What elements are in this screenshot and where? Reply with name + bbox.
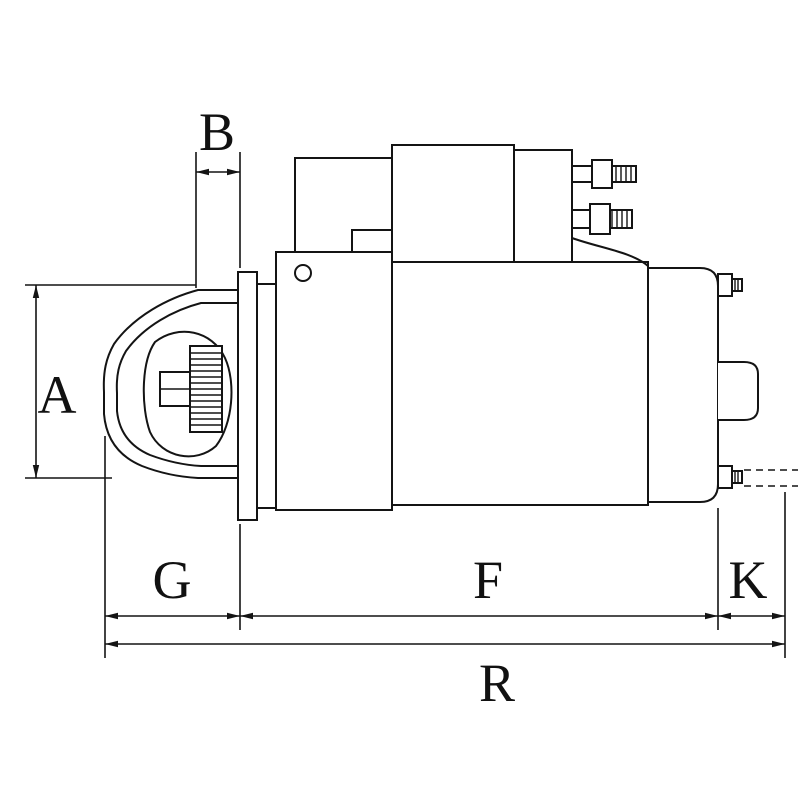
dimension-b (195, 152, 241, 288)
terminal-stud-lower (571, 203, 633, 235)
solenoid-lead-wire (571, 237, 649, 267)
stud-nut-lower (589, 203, 611, 235)
rear-terminal-bottom (717, 465, 733, 489)
rear-terminal-bottom-bolt (731, 470, 743, 484)
thread-hatch-lower (611, 211, 628, 227)
dim-label-r: R (479, 653, 515, 713)
dim-label-k: K (729, 550, 768, 610)
thread-hatch-upper (615, 167, 632, 181)
dimension-labels: B A G F K R (38, 102, 768, 713)
terminal-stud-upper (571, 159, 637, 189)
rear-terminal-top-bolt (731, 278, 743, 292)
rear-end-cap (647, 267, 798, 503)
housing-upper-extension (294, 157, 392, 252)
housing-step (351, 229, 392, 252)
bracket-opening (142, 330, 233, 458)
mounting-flange (237, 271, 277, 521)
housing-hole (294, 264, 312, 282)
dimension-a (25, 284, 196, 479)
gear-teeth-hatch (190, 352, 222, 426)
dim-label-a: A (38, 365, 77, 425)
extension-lines-bottom (104, 436, 786, 658)
dimension-lines (25, 152, 786, 658)
reference-dashed-lines (744, 469, 798, 487)
motor-body (391, 261, 649, 506)
stud-nut-upper (591, 159, 613, 189)
dim-label-g: G (153, 550, 192, 610)
rear-boss (718, 361, 759, 421)
dim-label-f: F (473, 550, 503, 610)
rear-terminal-top (717, 273, 733, 297)
intermediate-housing (275, 157, 393, 511)
dim-label-b: B (199, 102, 235, 162)
drive-end-bracket (102, 289, 238, 479)
dimension-gfk (105, 612, 785, 620)
dimension-r (105, 640, 785, 648)
pinion-gear (159, 345, 223, 433)
solenoid (391, 144, 649, 267)
